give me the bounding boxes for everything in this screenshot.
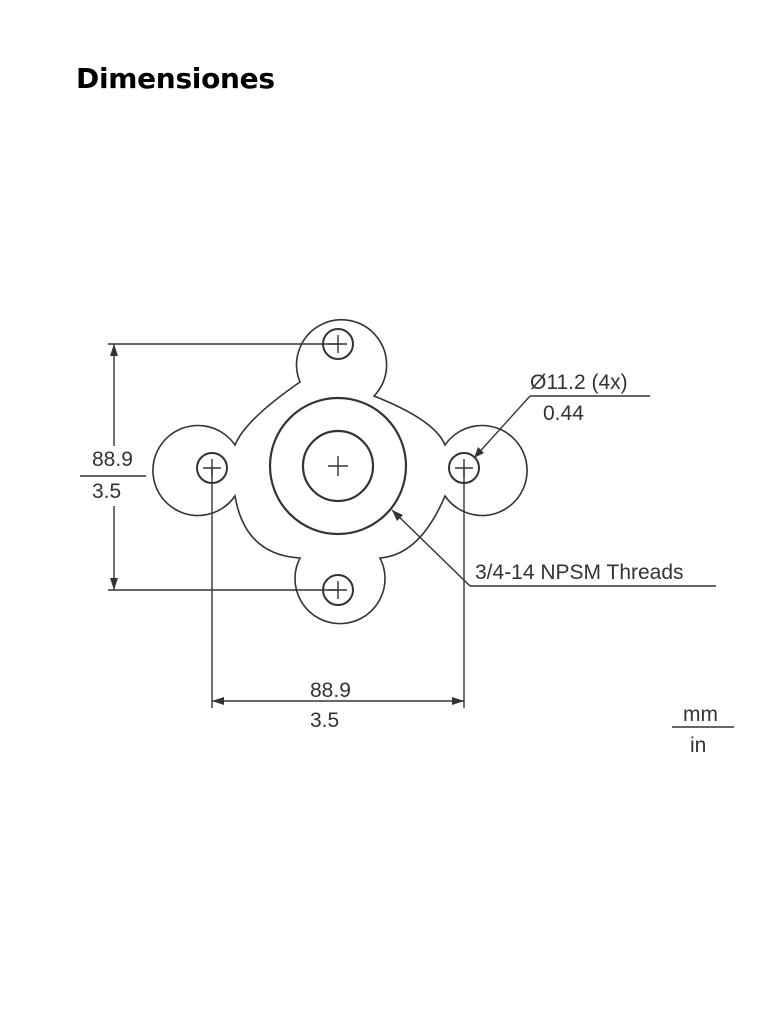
units-mm: mm <box>683 703 718 726</box>
thread-callout: 3/4-14 NPSM Threads <box>475 561 684 584</box>
horizontal-dimension-mm: 88.9 <box>310 679 351 702</box>
horizontal-dimension-in: 3.5 <box>310 709 339 732</box>
hole-callout-leader <box>473 395 650 459</box>
vertical-dimension-in: 3.5 <box>92 480 121 503</box>
units-in: in <box>690 734 706 757</box>
boss-outer-circle <box>268 396 408 536</box>
vertical-dimension-mm: 88.9 <box>92 448 133 471</box>
thread-callout-leader <box>391 509 716 587</box>
vertical-dimension <box>80 343 338 591</box>
hole-callout-diameter: Ø11.2 (4x) <box>530 371 628 394</box>
hole-callout-inch: 0.44 <box>543 402 584 425</box>
center-marks <box>203 335 473 599</box>
flange-outline <box>152 318 528 625</box>
bore-circle <box>301 429 375 503</box>
horizontal-dimension <box>211 468 465 708</box>
page-title: Dimensiones <box>76 62 275 95</box>
